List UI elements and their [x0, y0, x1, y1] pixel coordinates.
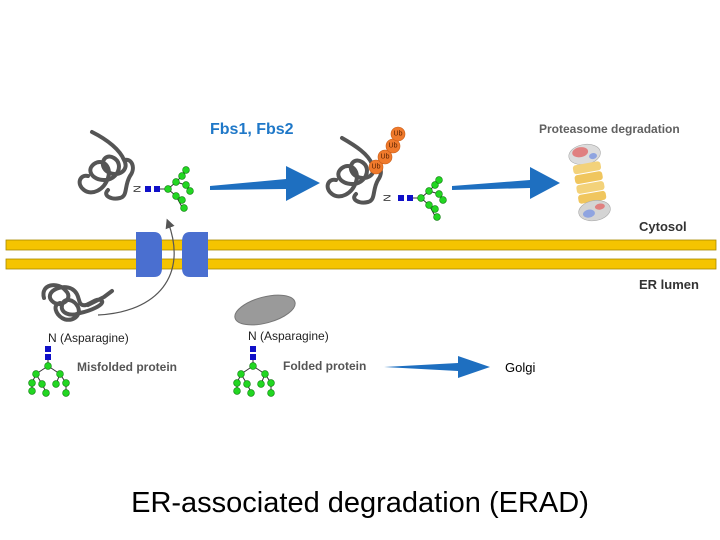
folded-sugar — [267, 389, 275, 397]
ubiquitin-chain: Ub Ub Ub Ub — [368, 126, 406, 175]
proteasome-structure — [568, 143, 611, 222]
golgi-label: Golgi — [505, 360, 536, 375]
ubiquitin-label: Ub — [389, 143, 398, 150]
golgi-arrow — [384, 356, 490, 378]
ubiquitin-sphere — [377, 149, 393, 165]
folded-protein-shape — [234, 294, 296, 326]
folded-sugar — [257, 380, 265, 388]
misfolded-chain — [41, 283, 114, 322]
folded-protein-lumen — [233, 294, 296, 397]
folded-sugar — [243, 380, 251, 388]
ubiquitinated-glycoprotein: N Ub Ub Ub Ub — [325, 126, 447, 221]
membrane-inner-layer — [5, 258, 717, 270]
cytosolic-sugar — [172, 192, 180, 200]
ubiquitinated-sugar — [417, 194, 425, 202]
ubiquitinated-sugar — [433, 213, 441, 221]
ubiquitinated-sugar — [431, 181, 439, 189]
cytosolic-sugar — [164, 185, 172, 193]
nitrogen-label-2: N — [383, 194, 394, 201]
cytosolic-sugar — [182, 181, 190, 189]
folded-glcnac-2 — [250, 354, 256, 360]
ubiquitin-label: Ub — [372, 164, 381, 171]
misfolded-glcnac-2 — [45, 354, 51, 360]
cytosolic-sugar — [180, 204, 188, 212]
misfolded-sugar — [62, 379, 70, 387]
proteasome-cap-top-accent — [572, 147, 589, 158]
cytosolic-glcnac-2 — [154, 186, 160, 192]
translocon-right — [182, 232, 208, 277]
proteasome-cap-bottom-accent — [594, 203, 605, 210]
misfolded-protein-lumen — [28, 283, 114, 397]
misfolded-sugar — [56, 370, 64, 378]
ubiquitin-sphere — [390, 126, 406, 142]
folded-sugar — [249, 362, 257, 370]
translocon-left — [136, 232, 162, 277]
ubiquitinated-sugar — [439, 196, 447, 204]
ubiquitinated-sugar — [435, 176, 443, 184]
folded-glcnac-1 — [250, 346, 256, 352]
misfolded-sugar — [62, 389, 70, 397]
ubiquitin-label: Ub — [381, 154, 390, 161]
ubiquitin-label: Ub — [394, 131, 403, 138]
proteasome-arrow — [452, 167, 560, 199]
proteasome-cap-bottom-accent — [583, 209, 595, 218]
nitrogen-label-1: N — [133, 185, 144, 192]
misfolded-sugar — [28, 379, 36, 387]
cytosolic-sugar — [182, 166, 190, 174]
proteasome-core-ring — [574, 171, 603, 185]
cytosolic-chain — [77, 130, 135, 201]
asparagine-label-folded: N (Asparagine) — [248, 329, 329, 343]
misfolded-sugar — [42, 389, 50, 397]
misfolded-glcnac-1 — [45, 346, 51, 352]
ubiquitinated-glcnac-2 — [407, 195, 413, 201]
cytosolic-sugar — [178, 196, 186, 204]
folded-sugar — [233, 379, 241, 387]
folded-sugar — [233, 387, 241, 395]
proteasome-cap-top-accent — [589, 153, 597, 160]
folded-sugar — [261, 370, 269, 378]
proteasome-core-ring — [572, 161, 602, 175]
cytosol-label: Cytosol — [639, 219, 687, 234]
misfolded-sugar — [52, 380, 60, 388]
translocon-channel — [136, 232, 208, 277]
cytosolic-sugar — [186, 187, 194, 195]
misfolded-protein-label: Misfolded protein — [77, 360, 177, 374]
ubiquitinated-sugar — [435, 190, 443, 198]
folded-sugar — [247, 389, 255, 397]
proteasome-core-ring — [576, 181, 605, 194]
misfolded-sugar — [44, 362, 52, 370]
ubiquitinated-sugar — [425, 187, 433, 195]
cytosolic-glcnac-1 — [145, 186, 151, 192]
cytosolic-glycoprotein: N — [77, 130, 194, 212]
proteasome-label: Proteasome degradation — [539, 122, 680, 136]
ubiquitinated-glcnac-1 — [398, 195, 404, 201]
enzyme-label: Fbs1, Fbs2 — [210, 121, 294, 138]
folded-sugar — [267, 379, 275, 387]
ubiquitinated-sugar — [425, 201, 433, 209]
misfolded-sugar — [28, 387, 36, 395]
folded-protein-label: Folded protein — [283, 359, 367, 373]
membrane-outer-layer — [5, 239, 717, 251]
er-membrane — [5, 239, 717, 270]
cytosolic-sugar — [178, 172, 186, 180]
folded-sugar — [237, 370, 245, 378]
misfolded-sugar — [38, 380, 46, 388]
misfolded-sugar — [32, 370, 40, 378]
ubiquitin-sphere — [368, 159, 384, 175]
diagram-caption: ER-associated degradation (ERAD) — [131, 487, 589, 519]
er-lumen-label: ER lumen — [639, 277, 699, 292]
retrotranslocation-arrow — [97, 218, 175, 316]
cytosolic-sugar — [172, 178, 180, 186]
ubiquitinated-sugar — [431, 205, 439, 213]
asparagine-label-misfolded: N (Asparagine) — [48, 331, 129, 345]
fbs-arrow — [210, 166, 320, 201]
